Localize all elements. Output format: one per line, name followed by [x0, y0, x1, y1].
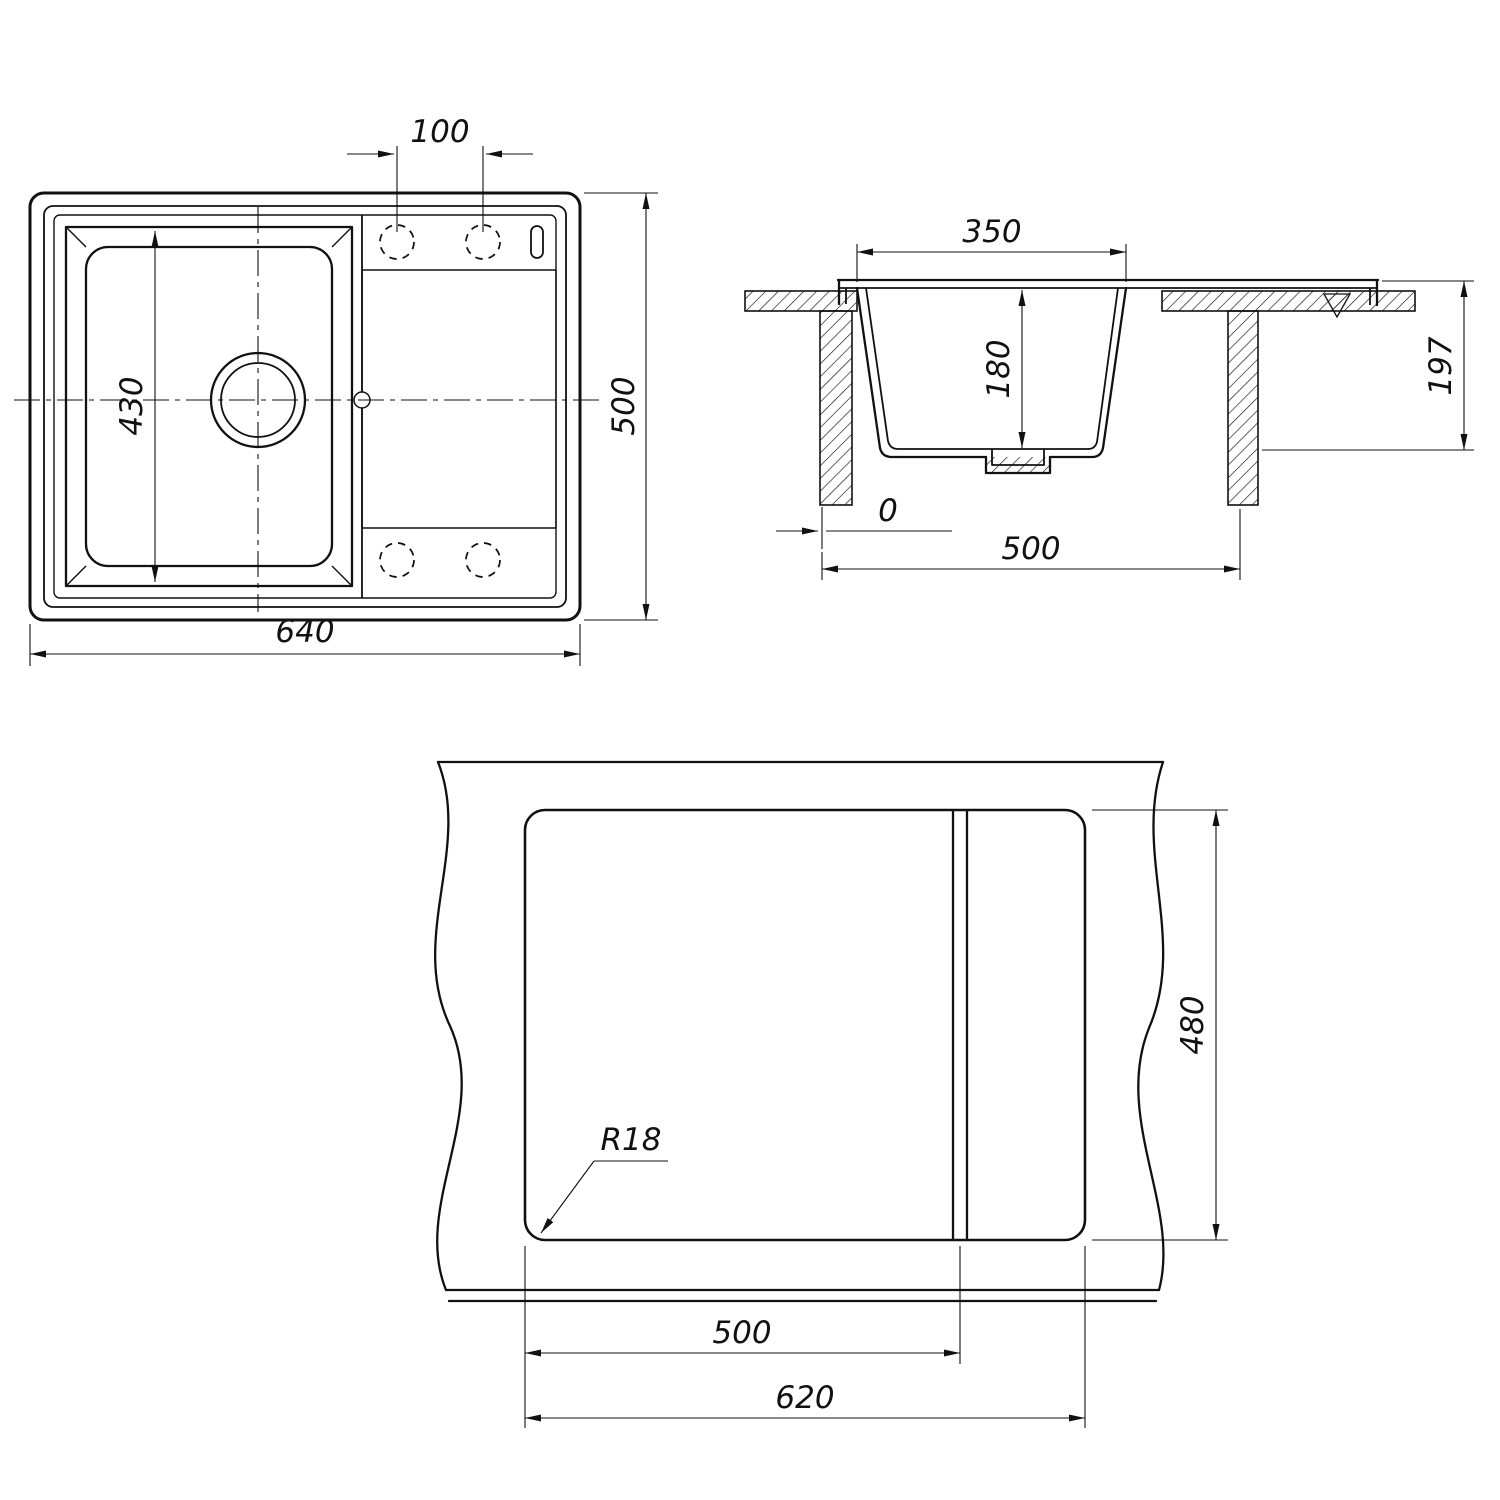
faucet-hole-bottom-right	[465, 542, 501, 578]
faucet-hole-top-left	[379, 224, 415, 260]
plan-bowl-corner-slopes	[65, 226, 353, 587]
panel-right-break-line	[1137, 760, 1165, 1292]
cutout-divider-lines	[951, 808, 969, 1242]
plan-drainboard-panel	[361, 269, 557, 529]
dim-label-0: 0	[878, 493, 898, 529]
countertop-left-leg	[819, 310, 853, 506]
dim-label-500-cutout: 500	[712, 1315, 771, 1351]
dim-label-500-section: 500	[1001, 531, 1060, 567]
drain-boss-hatch	[986, 457, 1050, 473]
section-dim-bowl-width: 350	[856, 214, 1127, 282]
plan-dim-overall-width: 640	[29, 614, 581, 666]
faucet-hole-top-right	[465, 224, 501, 260]
countertop-left-slab	[744, 290, 858, 312]
cutout-dim-inner-width: 500	[524, 1246, 961, 1364]
dim-label-500-plan: 500	[606, 376, 642, 435]
dim-label-480: 480	[1175, 995, 1211, 1054]
plan-outer-edge	[28, 191, 582, 622]
plan-rim-line	[43, 205, 567, 608]
cutout-view: 480 R18 500 620	[434, 760, 1228, 1428]
dim-label-350: 350	[962, 214, 1021, 250]
plan-dim-faucet-offset: 100	[347, 114, 533, 232]
countertop-right-leg	[1227, 310, 1259, 506]
dim-label-180: 180	[981, 339, 1017, 398]
plan-bowl-bottom-edge	[84, 245, 334, 568]
bowl-left-wall-outer	[855, 286, 882, 450]
section-dim-bowl-depth: 180	[981, 290, 1026, 448]
section-dim-edge-offset: 0	[776, 493, 952, 549]
dim-label-197: 197	[1423, 336, 1459, 395]
plan-dim-overall-depth: 500	[584, 192, 658, 621]
cutout-opening	[523, 808, 1087, 1242]
bowl-left-wall-inner	[865, 287, 889, 442]
plan-dim-bowl-length: 430	[114, 231, 159, 582]
bowl-bottom-inner	[887, 287, 1119, 450]
sink-section-profile	[836, 278, 1380, 475]
panel-left-break-line	[434, 760, 463, 1292]
mounting-clip	[1322, 293, 1352, 319]
dim-label-100: 100	[410, 114, 469, 150]
countertop-right-slab	[1161, 290, 1416, 312]
cutout-dim-width: 620	[524, 1246, 1086, 1428]
dim-label-640: 640	[275, 614, 334, 650]
section-dim-cabinet-width: 500	[821, 509, 1241, 580]
section-dim-install-depth: 197	[1262, 280, 1474, 451]
dim-label-430: 430	[114, 376, 150, 435]
section-view: 350 180 197 0 500	[744, 214, 1474, 580]
dim-label-r18: R18	[601, 1122, 662, 1158]
plan-view: 100 430 500 640	[14, 114, 658, 666]
cutout-dim-depth: 480	[1092, 809, 1228, 1241]
cutout-dim-corner-radius: R18	[540, 1122, 668, 1234]
faucet-hole-bottom-left	[379, 542, 415, 578]
dim-label-620: 620	[775, 1380, 834, 1416]
plan-faucet-slot	[530, 225, 544, 259]
plan-bowl-top-edge	[64, 225, 354, 588]
